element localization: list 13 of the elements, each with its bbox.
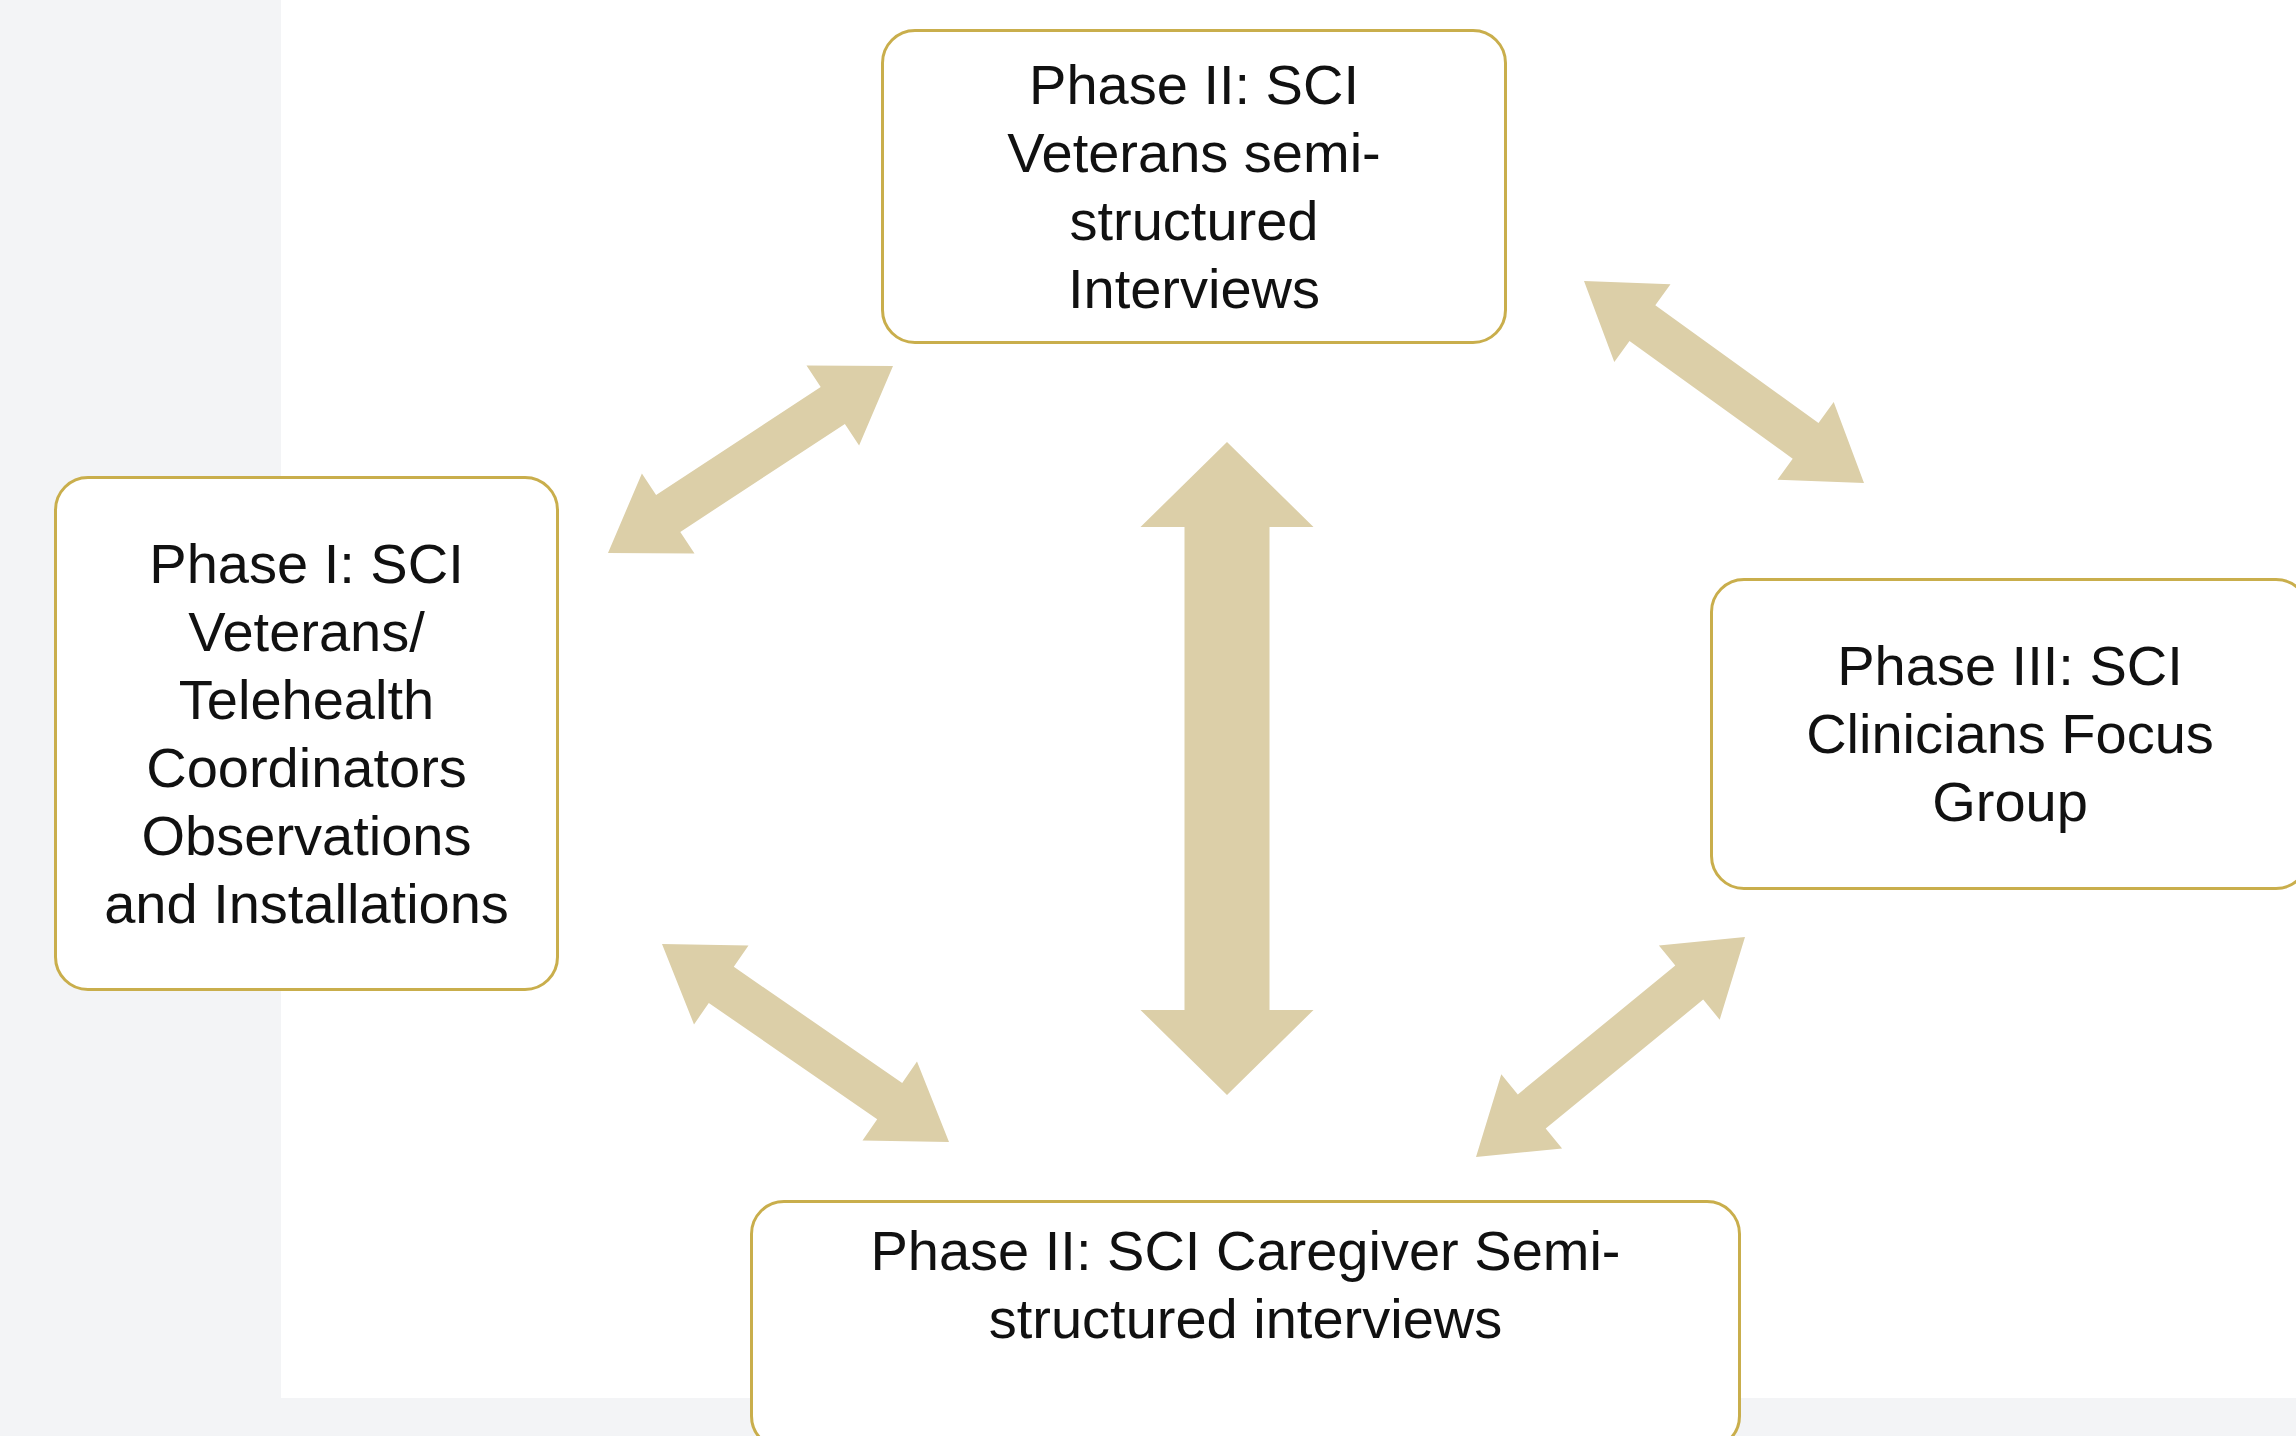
- double-arrow: [1476, 937, 1745, 1157]
- phase-box: [881, 29, 1507, 344]
- phase-label: Phase I: SCI Veterans/ Telehealth Coordinators Observations and Installations: [103, 530, 510, 937]
- phase-box: [54, 476, 559, 991]
- phase-label: Phase II: SCI Caregiver Semi-structured interviews: [869, 1218, 1622, 1352]
- phase-label: Phase II: SCI Veterans semi-structured Interviews: [1006, 51, 1382, 322]
- double-arrow: [662, 944, 949, 1142]
- double-arrow: [1140, 442, 1314, 1095]
- double-arrow: [608, 365, 893, 554]
- double-arrow: [1584, 281, 1864, 483]
- phase-label: Phase III: SCI Clinicians Focus Group: [1805, 633, 2215, 835]
- phase-box: [750, 1200, 1741, 1436]
- phase-box: [1710, 578, 2296, 890]
